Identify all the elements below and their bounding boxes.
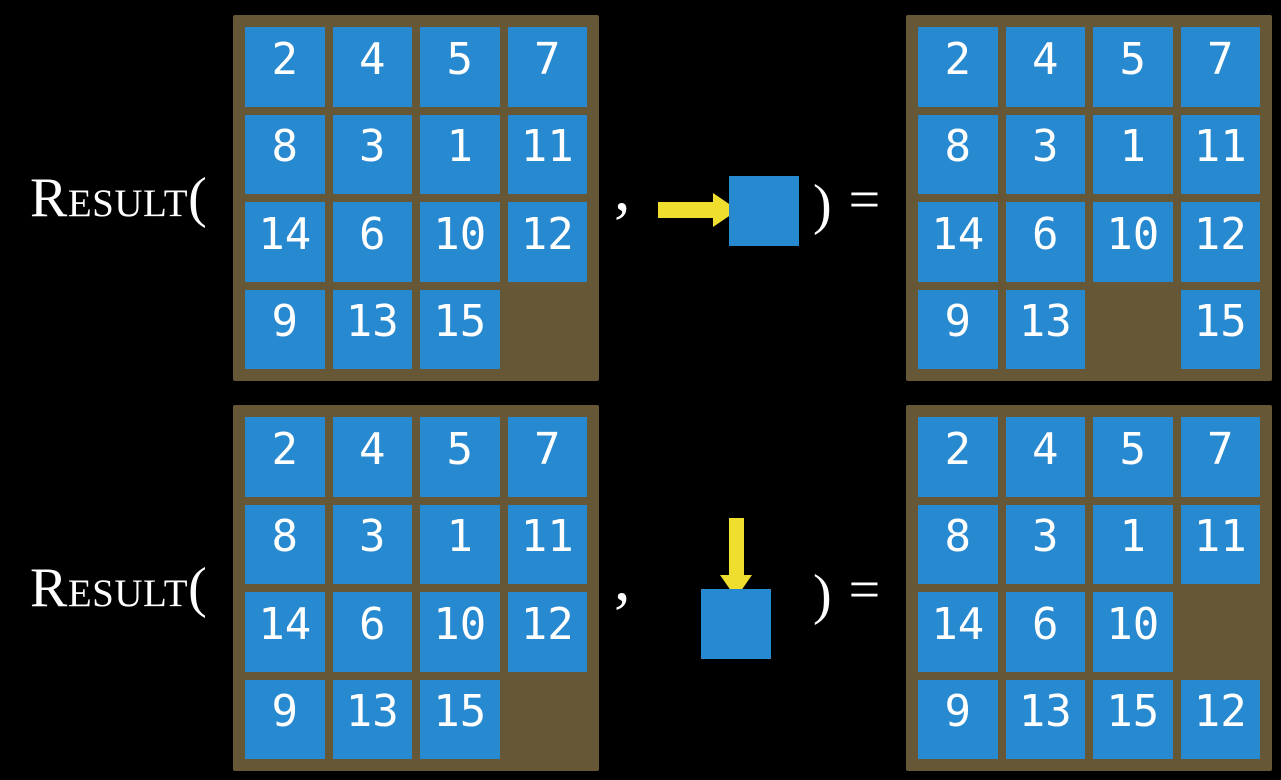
puzzle-tile: 2 — [245, 27, 325, 107]
puzzle-tile: 1 — [1093, 504, 1173, 584]
puzzle-tile: 10 — [420, 202, 500, 282]
puzzle-tile: 15 — [420, 679, 500, 759]
puzzle-tile: 13 — [332, 679, 412, 759]
puzzle-tile: 7 — [1180, 27, 1260, 107]
puzzle-blank-cell — [508, 680, 588, 760]
puzzle-tile: 12 — [1180, 202, 1260, 282]
puzzle-tile: 10 — [420, 592, 500, 672]
puzzle-tile: 11 — [507, 114, 587, 194]
puzzle-tile: 12 — [507, 202, 587, 282]
puzzle-tile: 5 — [420, 417, 500, 497]
close-paren-equals: )= — [813, 562, 880, 623]
puzzle-tile: 1 — [1093, 114, 1173, 194]
puzzle-tile: 7 — [507, 417, 587, 497]
result-function-label: Result( — [30, 170, 207, 226]
puzzle-tile: 9 — [918, 679, 998, 759]
puzzle-tile: 14 — [918, 592, 998, 672]
puzzle-tile: 12 — [507, 592, 587, 672]
puzzle-tile: 6 — [332, 202, 412, 282]
equals-sign: = — [848, 559, 881, 621]
function-name: Result( — [30, 167, 208, 229]
puzzle-tile: 4 — [1005, 417, 1085, 497]
puzzle-tile: 8 — [245, 504, 325, 584]
puzzle-tile: 3 — [1005, 114, 1085, 194]
puzzle-tile: 11 — [1180, 114, 1260, 194]
puzzle-tile: 13 — [1005, 289, 1085, 369]
puzzle-tile: 13 — [332, 289, 412, 369]
puzzle-tile: 14 — [245, 592, 325, 672]
equals-sign: = — [848, 169, 881, 231]
puzzle-tile: 2 — [918, 417, 998, 497]
comma-separator: , — [614, 152, 631, 225]
close-paren: ) — [813, 174, 832, 237]
puzzle-tile: 5 — [420, 27, 500, 107]
puzzle-tile: 9 — [245, 289, 325, 369]
puzzle-tile: 8 — [918, 114, 998, 194]
puzzle-tile: 14 — [918, 202, 998, 282]
puzzle-tile: 7 — [507, 27, 587, 107]
puzzle-tile: 4 — [332, 417, 412, 497]
function-name: Result( — [30, 557, 208, 619]
puzzle-tile: 11 — [1180, 504, 1260, 584]
puzzle-tile: 15 — [420, 289, 500, 369]
puzzle-tile: 1 — [420, 504, 500, 584]
comma-separator: , — [614, 542, 631, 615]
puzzle-tile: 6 — [1005, 202, 1085, 282]
puzzle-tile: 13 — [1005, 679, 1085, 759]
puzzle-tile: 3 — [332, 114, 412, 194]
puzzle-tile: 5 — [1093, 417, 1173, 497]
puzzle-tile: 6 — [1005, 592, 1085, 672]
puzzle-tile: 12 — [1180, 679, 1260, 759]
action-tile-square — [729, 176, 799, 246]
puzzle-blank-cell — [1093, 290, 1173, 370]
close-paren: ) — [813, 564, 832, 627]
puzzle-tile: 2 — [918, 27, 998, 107]
puzzle-tile: 3 — [332, 504, 412, 584]
arrow-right-icon — [658, 193, 738, 227]
puzzle-tile: 1 — [420, 114, 500, 194]
puzzle-tile: 5 — [1093, 27, 1173, 107]
arrow-down-icon — [720, 518, 752, 598]
puzzle-tile: 10 — [1093, 592, 1173, 672]
puzzle-tile: 4 — [332, 27, 412, 107]
puzzle-tile: 8 — [918, 504, 998, 584]
puzzle-tile: 15 — [1180, 289, 1260, 369]
puzzle-tile: 15 — [1093, 679, 1173, 759]
puzzle-tile: 7 — [1180, 417, 1260, 497]
puzzle-tile: 8 — [245, 114, 325, 194]
puzzle-tile: 9 — [245, 679, 325, 759]
puzzle-tile: 2 — [245, 417, 325, 497]
action-tile-square — [701, 589, 771, 659]
close-paren-equals: )= — [813, 172, 880, 233]
result-function-label: Result( — [30, 560, 207, 616]
puzzle-blank-cell — [508, 290, 588, 370]
puzzle-tile: 11 — [507, 504, 587, 584]
puzzle-tile: 14 — [245, 202, 325, 282]
puzzle-tile: 6 — [332, 592, 412, 672]
puzzle-tile: 4 — [1005, 27, 1085, 107]
puzzle-tile: 9 — [918, 289, 998, 369]
puzzle-blank-cell — [1181, 592, 1261, 672]
puzzle-tile: 10 — [1093, 202, 1173, 282]
puzzle-tile: 3 — [1005, 504, 1085, 584]
